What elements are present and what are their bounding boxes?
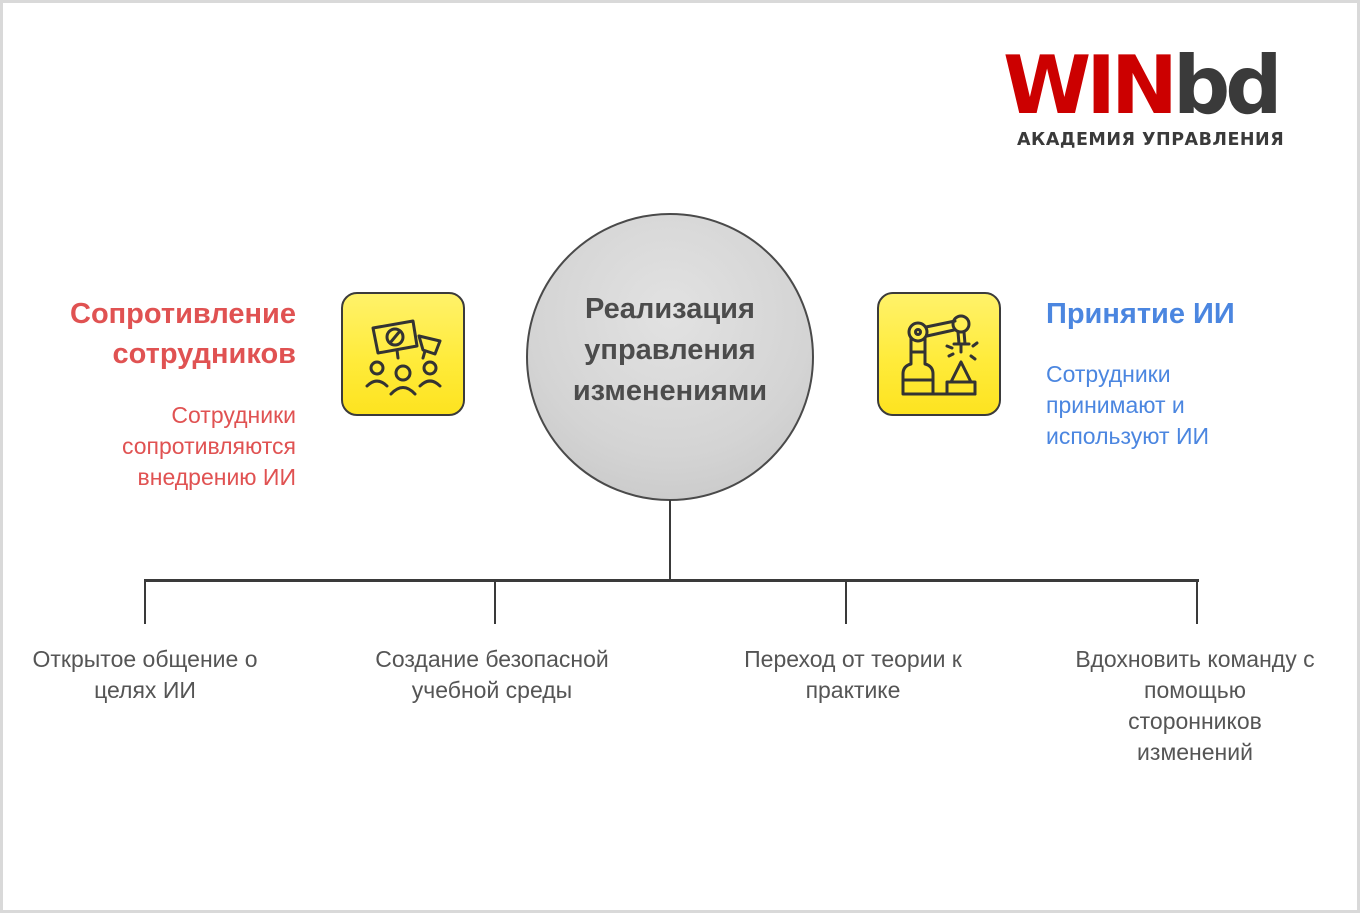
logo-bd: bd: [1172, 39, 1283, 132]
branch-label-2: Создание безопасной учебной среды: [332, 644, 652, 706]
center-stem-line: [669, 500, 671, 581]
resistance-icon-box: [341, 292, 465, 416]
left-desc-line: Сотрудники: [171, 402, 296, 428]
branch-line: Создание безопасной: [375, 646, 609, 672]
branch-line: изменений: [1137, 739, 1253, 765]
left-node-description: Сотрудники сопротивляются внедрению ИИ: [122, 400, 296, 493]
branch-drop-3: [845, 580, 847, 624]
branch-label-3: Переход от теории к практике: [693, 644, 1013, 706]
branch-line: помощью: [1143, 677, 1246, 703]
center-title-line: Реализация: [585, 292, 755, 325]
center-topic-text: Реализация управления изменениями: [573, 289, 767, 412]
robot-arm-icon: [901, 314, 979, 396]
branch-drop-1: [144, 580, 146, 624]
center-title-line: управления: [584, 333, 756, 366]
left-desc-line: сопротивляются: [121, 433, 296, 459]
logo-wordmark: WINbd: [1003, 46, 1303, 126]
horizontal-connector: [144, 579, 1199, 582]
center-title-line: изменениями: [572, 374, 768, 407]
center-topic-circle: Реализация управления изменениями: [526, 213, 814, 501]
left-node-title: Сопротивление сотрудников: [70, 294, 296, 374]
left-desc-line: внедрению ИИ: [137, 464, 296, 490]
branch-line: Переход от теории к: [744, 646, 962, 672]
adoption-icon-box: [877, 292, 1001, 416]
right-title-line: Принятие ИИ: [1046, 298, 1235, 330]
right-node-title: Принятие ИИ: [1046, 294, 1235, 334]
right-desc-line: Сотрудники: [1046, 361, 1171, 387]
branch-line: целях ИИ: [94, 677, 196, 703]
branch-label-4: Вдохновить команду с помощью сторонников…: [1035, 644, 1355, 768]
branch-label-1: Открытое общение о целях ИИ: [0, 644, 305, 706]
winbd-logo: WINbd АКАДЕМИЯ УПРАВЛЕНИЯ: [1003, 46, 1303, 151]
branch-line: Вдохновить команду с: [1075, 646, 1315, 672]
branch-line: Открытое общение о: [32, 646, 258, 672]
left-title-line: сотрудников: [112, 338, 297, 370]
branch-line: практике: [805, 677, 901, 703]
left-title-line: Сопротивление: [70, 298, 296, 330]
branch-drop-4: [1196, 580, 1198, 624]
right-node-description: Сотрудники принимают и используют ИИ: [1046, 359, 1209, 452]
protest-crowd-icon: [365, 319, 442, 396]
branch-line: сторонников: [1128, 708, 1262, 734]
right-desc-line: принимают и: [1046, 392, 1185, 418]
branch-drop-2: [494, 580, 496, 624]
logo-win: WIN: [1003, 39, 1178, 132]
branch-line: учебной среды: [411, 677, 573, 703]
right-desc-line: используют ИИ: [1046, 423, 1210, 449]
logo-subtitle: АКАДЕМИЯ УПРАВЛЕНИЯ: [1017, 130, 1285, 150]
